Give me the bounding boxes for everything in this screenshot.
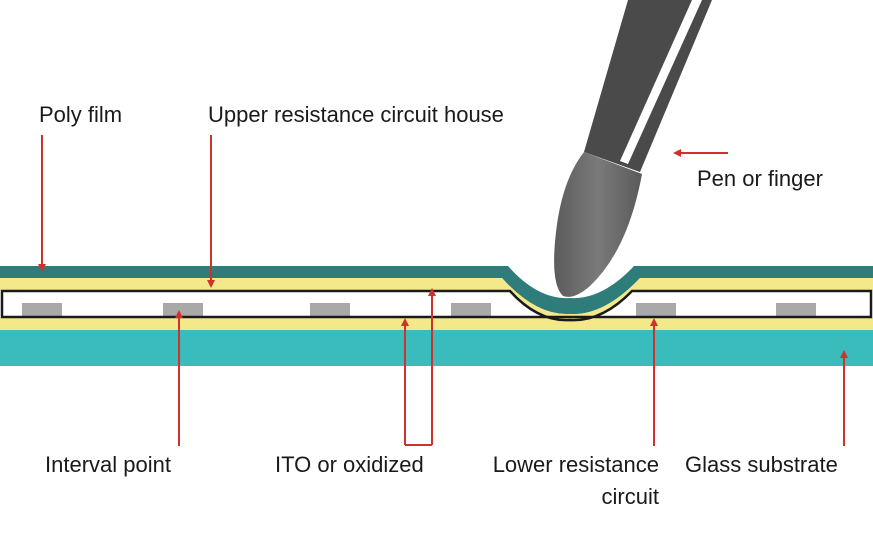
interval-point bbox=[163, 303, 203, 317]
label-lower-circuit-line2: circuit bbox=[601, 484, 659, 509]
interval-point bbox=[310, 303, 350, 317]
pen-body bbox=[584, 0, 712, 172]
upper-ito-layer bbox=[0, 278, 873, 321]
interval-point bbox=[451, 303, 491, 317]
interval-points bbox=[22, 303, 816, 317]
interval-point bbox=[636, 303, 676, 317]
label-pen-or-finger: Pen or finger bbox=[697, 166, 823, 191]
lower-ito-layer bbox=[0, 318, 873, 330]
pen-stylus bbox=[554, 0, 712, 297]
label-ito: ITO or oxidized bbox=[275, 452, 424, 477]
pen-tip bbox=[554, 152, 642, 297]
poly-film-layer bbox=[0, 266, 873, 315]
gap-outline bbox=[0, 289, 873, 322]
annotation-arrows bbox=[38, 135, 848, 446]
interval-point bbox=[776, 303, 816, 317]
label-interval-point: Interval point bbox=[45, 452, 171, 477]
interval-point bbox=[22, 303, 62, 317]
label-glass-substrate: Glass substrate bbox=[685, 452, 838, 477]
pen-highlight bbox=[620, 0, 702, 164]
label-lower-circuit-line1: Lower resistance bbox=[492, 452, 659, 477]
glass-substrate-layer bbox=[0, 330, 873, 366]
label-upper-circuit: Upper resistance circuit house bbox=[208, 102, 504, 127]
label-poly-film: Poly film bbox=[39, 102, 123, 127]
air-gap bbox=[2, 292, 871, 317]
